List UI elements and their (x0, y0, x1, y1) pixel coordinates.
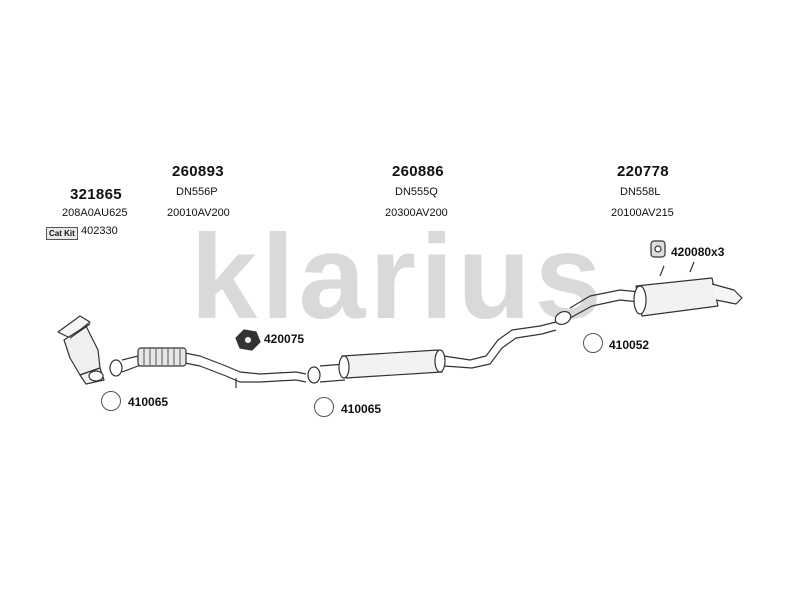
callout-410065-a: 410065 (128, 395, 169, 409)
rubber-hanger-420080 (650, 240, 666, 258)
part-ref-DN556P: DN556P (176, 186, 218, 198)
centre-silencer (319, 321, 557, 383)
cat-kit-number: 402330 (81, 225, 118, 237)
o-ring-icon (101, 391, 121, 411)
part-ref-20300AV200: 20300AV200 (385, 207, 448, 219)
part-ref-DN558L: DN558L (620, 186, 661, 198)
part-ref-20100AV215: 20100AV215 (611, 207, 674, 219)
part-number-260893: 260893 (172, 163, 224, 180)
part-ref-208A0AU625: 208A0AU625 (62, 207, 128, 219)
part-ref-20010AV200: 20010AV200 (167, 207, 230, 219)
o-ring-icon (583, 333, 603, 353)
gasket-1 (109, 359, 123, 377)
front-pipe (121, 347, 307, 388)
watermark-text: klarius (191, 210, 606, 344)
part-number-321865: 321865 (70, 186, 122, 203)
o-ring-icon (314, 397, 334, 417)
part-number-260886: 260886 (392, 163, 444, 180)
part-number-220778: 220778 (617, 163, 669, 180)
cat-kit-badge: Cat Kit (46, 227, 78, 240)
part-ref-DN555Q: DN555Q (395, 186, 438, 198)
rear-silencer (569, 261, 743, 319)
callout-420080: 420080x3 (671, 245, 725, 259)
rubber-mount-420075 (235, 329, 261, 351)
callout-420075: 420075 (264, 332, 305, 346)
catalytic-converter (57, 315, 105, 385)
callout-410065-b: 410065 (341, 402, 382, 416)
callout-410052: 410052 (609, 338, 650, 352)
gasket-2 (554, 310, 572, 326)
clamp-1 (307, 366, 321, 384)
